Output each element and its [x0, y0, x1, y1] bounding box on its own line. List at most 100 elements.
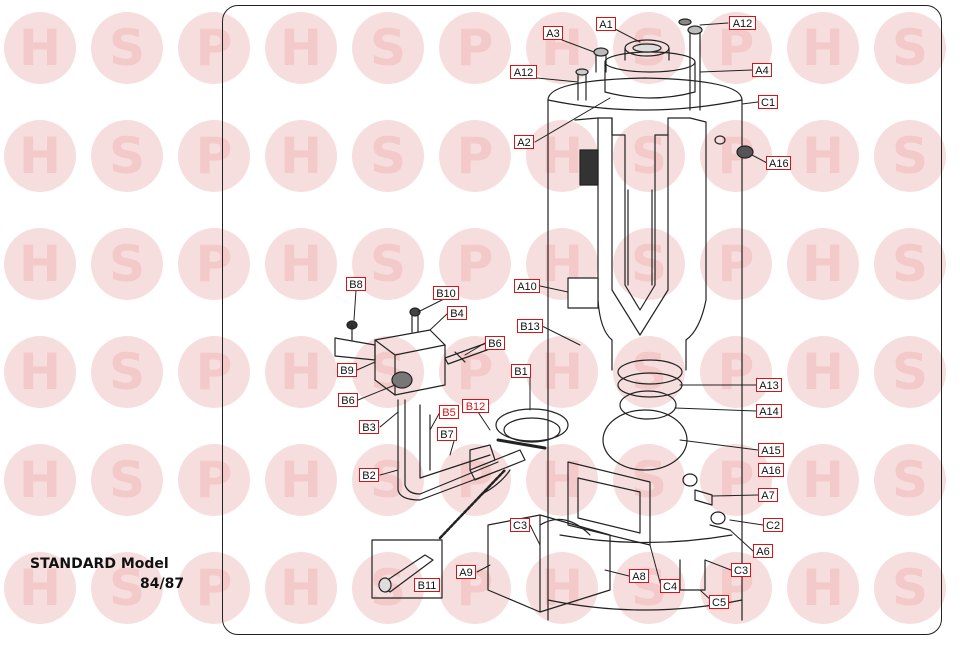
watermark-letter: S [631, 451, 667, 509]
watermark-circle [700, 336, 772, 408]
callout-c1: C1 [758, 95, 778, 109]
watermark-circle [4, 552, 76, 624]
watermark-circle [787, 12, 859, 84]
watermark-letter: S [892, 559, 928, 617]
watermark-circle [439, 228, 511, 300]
callout-c4: C4 [660, 579, 680, 593]
callout-b1: B1 [511, 364, 531, 378]
callout-c3: C3 [510, 518, 530, 532]
callout-b10: B10 [433, 286, 459, 300]
watermark-circle [700, 444, 772, 516]
watermark-letter: H [802, 127, 844, 185]
model-name: STANDARD Model [30, 556, 169, 572]
watermark-circle [874, 120, 946, 192]
watermark-letter: P [457, 343, 494, 401]
watermark-letter: H [802, 235, 844, 293]
watermark-letter: H [280, 235, 322, 293]
watermark-letter: P [457, 19, 494, 77]
watermark-circle [265, 552, 337, 624]
watermark-letter: P [196, 235, 233, 293]
watermark-letter: P [457, 127, 494, 185]
watermark-circle [439, 120, 511, 192]
watermark-letter: S [370, 235, 406, 293]
watermark-circle [874, 228, 946, 300]
watermark-circle [613, 228, 685, 300]
watermark-letter: H [802, 559, 844, 617]
watermark-letter: H [802, 19, 844, 77]
callout-a7: A7 [758, 488, 778, 502]
callout-a16: A16 [766, 156, 791, 170]
model-number: 84/87 [140, 576, 185, 592]
callout-a12: A12 [729, 16, 756, 30]
callout-a9: A9 [456, 565, 476, 579]
callout-a13: A13 [756, 378, 782, 392]
callout-c2: C2 [763, 518, 783, 532]
inner-door [567, 461, 651, 546]
watermark-letter: S [892, 343, 928, 401]
watermark-circle [91, 228, 163, 300]
watermark-letter: S [370, 127, 406, 185]
watermark-circle [526, 336, 598, 408]
callout-a3: A3 [543, 26, 563, 40]
watermark-circle [613, 336, 685, 408]
callout-b7: B7 [437, 427, 457, 441]
watermark-letter: P [196, 127, 233, 185]
watermark-circle [265, 228, 337, 300]
callout-b8: B8 [346, 277, 366, 291]
watermark-letter: H [19, 235, 61, 293]
callout-a4: A4 [752, 63, 772, 77]
watermark-circle [787, 552, 859, 624]
watermark-circle [787, 444, 859, 516]
watermark-circle [91, 336, 163, 408]
watermark-letter: P [718, 343, 755, 401]
watermark-letter: S [892, 451, 928, 509]
callout-c3: C3 [731, 563, 751, 577]
watermark-letter: P [196, 343, 233, 401]
watermark-letter: H [19, 19, 61, 77]
callout-a10: A10 [514, 279, 540, 293]
watermark-circle [265, 444, 337, 516]
callout-b11: B11 [414, 578, 440, 592]
callout-b6: B6 [338, 393, 358, 407]
watermark-letter: P [718, 235, 755, 293]
watermark-circle [700, 120, 772, 192]
watermark-letter: S [631, 127, 667, 185]
watermark-letter: S [892, 19, 928, 77]
watermark-circle [4, 12, 76, 84]
watermark-letter: P [196, 19, 233, 77]
callout-a12: A12 [510, 65, 537, 79]
callout-c5: C5 [709, 595, 729, 609]
callout-b5: B5 [439, 405, 459, 419]
watermark-circle [4, 228, 76, 300]
callout-a15: A15 [758, 443, 784, 457]
watermark-letter: H [19, 127, 61, 185]
watermark-circle [352, 120, 424, 192]
callout-a8: A8 [629, 569, 649, 583]
outer-door [487, 514, 611, 613]
watermark-circle [787, 336, 859, 408]
watermark-letter: P [457, 235, 494, 293]
callout-a14: A14 [756, 404, 782, 418]
callout-a16: A16 [758, 463, 784, 477]
watermark-circle [352, 336, 424, 408]
watermark-circle [91, 552, 163, 624]
callout-b4: B4 [447, 306, 467, 320]
watermark-circle [787, 228, 859, 300]
watermark-letter: P [196, 451, 233, 509]
watermark-circle [91, 120, 163, 192]
watermark-letter: H [802, 451, 844, 509]
watermark-letter: H [280, 127, 322, 185]
watermark-letter: S [892, 127, 928, 185]
cutaway-interior [567, 117, 707, 371]
watermark-letter: S [109, 343, 145, 401]
watermark-circle [178, 336, 250, 408]
watermark-circle [700, 228, 772, 300]
watermark-circle [613, 120, 685, 192]
watermark-letter: H [19, 343, 61, 401]
flue-collar [604, 39, 696, 99]
watermark-circle [4, 336, 76, 408]
watermark-letter: H [280, 19, 322, 77]
watermark-circle [91, 12, 163, 84]
callout-b9: B9 [337, 363, 357, 377]
